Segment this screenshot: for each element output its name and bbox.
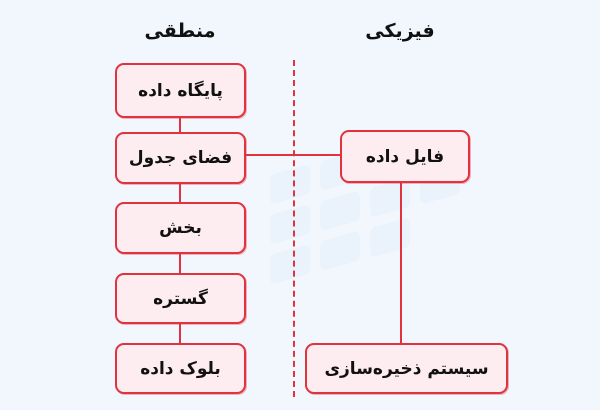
node-tablespace: فضای جدول bbox=[115, 132, 246, 184]
heading-physical: فیزیکی bbox=[365, 20, 435, 42]
column-divider bbox=[293, 60, 295, 397]
connector-database-tablespace bbox=[179, 117, 181, 133]
connector-segment-extent bbox=[179, 253, 181, 274]
node-data-file: فایل داده bbox=[340, 130, 470, 183]
heading-logical: منطقی bbox=[144, 20, 216, 42]
node-storage-system: سیستم ذخیره‌سازی bbox=[305, 343, 508, 394]
node-extent: گستره bbox=[115, 273, 246, 324]
connector-tablespace-segment bbox=[179, 183, 181, 203]
connector-datafile-storage bbox=[400, 182, 402, 344]
connector-tablespace-datafile bbox=[245, 154, 341, 156]
node-database: پایگاه داده bbox=[115, 63, 246, 118]
connector-extent-datablock bbox=[179, 323, 181, 344]
node-segment: بخش bbox=[115, 202, 246, 254]
node-data-block: بلوک داده bbox=[115, 343, 246, 394]
